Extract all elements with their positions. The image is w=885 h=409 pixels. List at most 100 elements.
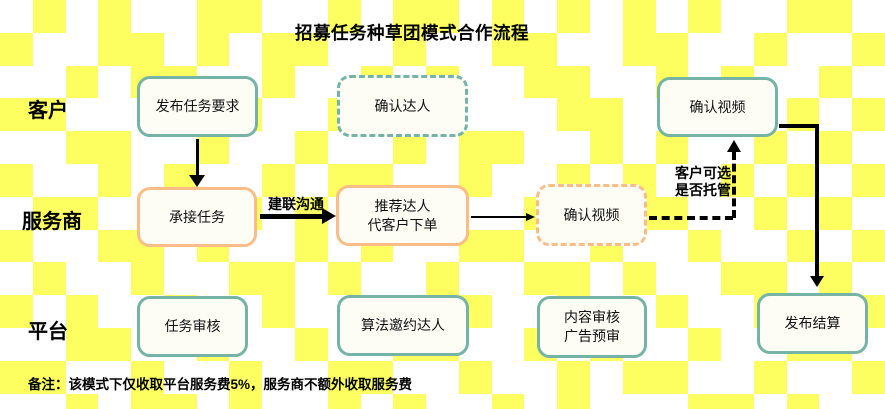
checker-cell <box>393 32 427 66</box>
node-confirm-video-provider: 确认视频 <box>536 184 647 246</box>
checker-cell <box>327 360 361 394</box>
checker-cell <box>295 327 328 361</box>
checker-cell <box>295 32 328 66</box>
lane-label-customer: 客户 <box>28 100 68 122</box>
checker-cell <box>65 196 99 230</box>
checker-cell <box>852 163 885 197</box>
node-confirm-video-provider-label: 确认视频 <box>563 206 620 223</box>
checker-cell <box>753 196 787 230</box>
arrow-confirm-to-settle-head <box>810 276 824 287</box>
checker-cell <box>327 393 361 409</box>
checker-cell <box>65 327 99 361</box>
checker-cell <box>131 32 164 66</box>
checker-cell <box>721 393 754 409</box>
checker-cell <box>524 262 558 296</box>
node-confirm-talent-label: 确认达人 <box>374 97 431 114</box>
node-publish-task-label: 发布任务要求 <box>155 98 240 115</box>
checker-cell <box>229 393 263 409</box>
checker-cell <box>262 262 295 296</box>
node-accept-task-label: 承接任务 <box>169 208 225 225</box>
node-publish-task: 发布任务要求 <box>137 76 258 137</box>
node-task-review: 任务审核 <box>137 296 248 357</box>
node-confirm-video-customer-label: 确认视频 <box>689 98 746 115</box>
checker-cell <box>262 163 295 197</box>
checker-cell <box>655 32 689 66</box>
node-confirm-video-customer: 确认视频 <box>657 77 778 137</box>
node-recommend-talent-label: 推荐达人 代客户下单 <box>367 197 438 233</box>
checker-cell <box>65 131 99 164</box>
arrow-recommend-to-confirm-line <box>471 216 527 218</box>
checker-cell <box>721 163 754 197</box>
checker-cell <box>98 32 132 66</box>
checker-cell <box>655 196 689 230</box>
node-content-review-label: 内容审核 广告预审 <box>564 309 620 344</box>
arrow-accept-to-recommend-line <box>260 214 324 219</box>
node-accept-task: 承接任务 <box>137 187 257 247</box>
checker-cell <box>819 262 853 296</box>
checker-cell <box>622 262 656 296</box>
checker-cell <box>98 0 132 33</box>
checker-cell <box>229 0 263 33</box>
checker-cell <box>852 98 885 132</box>
checker-cell <box>0 163 33 197</box>
checker-cell <box>32 360 66 394</box>
checker-cell <box>0 98 33 132</box>
checker-cell <box>622 32 656 66</box>
checker-cell <box>852 360 885 394</box>
diagram-title: 招募任务种草团模式合作流程 <box>295 23 529 43</box>
checker-cell <box>786 229 820 263</box>
checker-cell <box>393 0 427 33</box>
checker-cell <box>753 32 787 66</box>
arrow-recommend-to-confirm-head <box>526 213 535 221</box>
checker-cell <box>0 32 33 66</box>
checker-cell <box>786 0 820 33</box>
checker-cell <box>327 262 361 296</box>
checker-cell <box>688 327 722 361</box>
checker-cell <box>557 65 590 99</box>
checker-cell <box>360 360 394 394</box>
checker-cell <box>131 262 164 296</box>
checker-cell <box>262 32 295 66</box>
checker-cell <box>393 393 427 409</box>
checker-cell <box>622 360 656 394</box>
node-task-review-label: 任务审核 <box>164 318 221 335</box>
arrow-publish-to-accept-head <box>189 175 205 187</box>
arrow-confirm-to-settle-hline <box>779 124 819 128</box>
checker-cell <box>524 32 558 66</box>
checker-cell <box>557 262 590 296</box>
checker-cell <box>426 262 459 296</box>
checker-cell <box>98 327 132 361</box>
checker-cell <box>65 295 99 328</box>
checker-cell <box>32 262 66 296</box>
checker-cell <box>65 393 99 409</box>
checker-cell <box>0 229 33 263</box>
lane-label-platform: 平台 <box>28 321 68 343</box>
checker-cell <box>786 393 820 409</box>
arrow-accept-to-recommend-head <box>322 208 336 224</box>
checker-cell <box>262 295 295 328</box>
checker-cell <box>32 98 66 132</box>
checker-cell <box>557 0 590 33</box>
checker-cell <box>786 163 820 197</box>
checker-cell <box>524 65 558 99</box>
edge-label-communicate: 建联沟通 <box>268 196 324 212</box>
checker-cell <box>753 360 787 394</box>
checker-cell <box>590 98 623 132</box>
checker-cell <box>98 229 132 263</box>
arrow-publish-to-accept-line <box>196 139 199 177</box>
lane-label-provider: 服务商 <box>22 211 82 233</box>
checker-cell <box>196 0 230 33</box>
checker-cell <box>491 131 525 164</box>
checker-cell <box>557 360 590 394</box>
checker-cell <box>819 65 853 99</box>
checker-cell <box>458 131 492 164</box>
checker-cell <box>590 131 623 164</box>
checker-cell <box>819 196 853 230</box>
checker-cell <box>753 262 787 296</box>
checker-cell <box>721 262 754 296</box>
checker-cell <box>426 0 459 33</box>
dashed-arrow-head <box>727 140 741 152</box>
footnote: 备注：该模式下仅收取平台服务费5%，服务商不额外收取服务费 <box>28 377 413 392</box>
